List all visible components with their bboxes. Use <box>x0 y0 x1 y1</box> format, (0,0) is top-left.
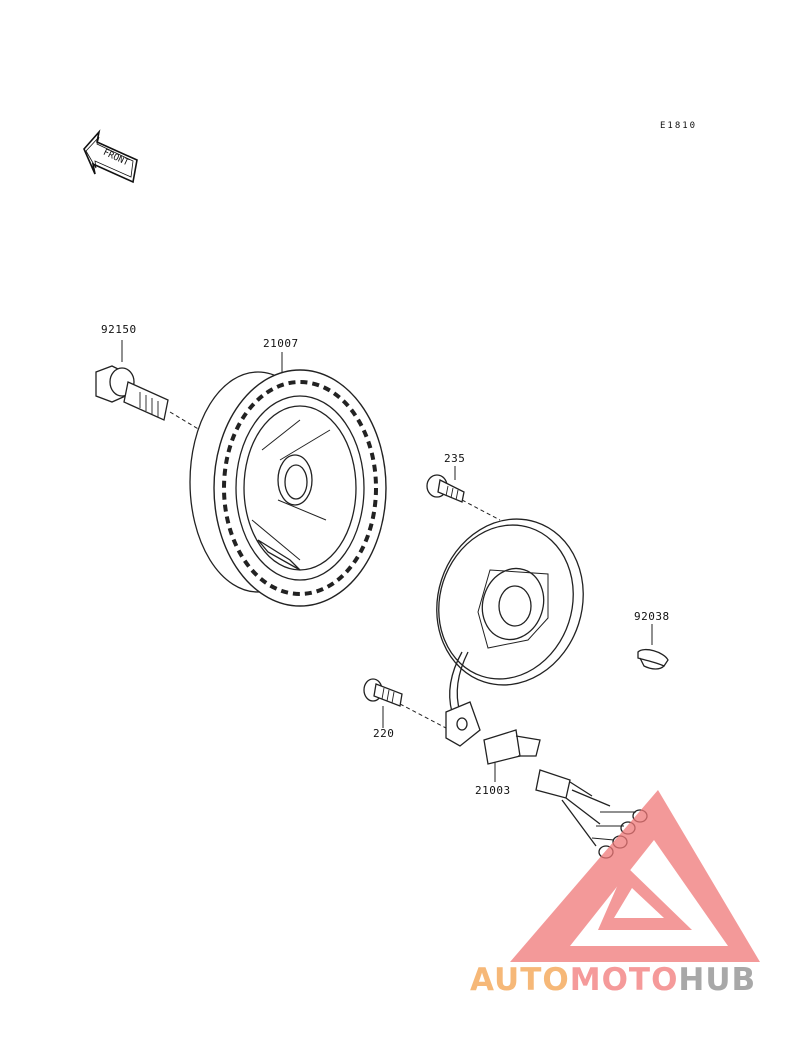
leader-lines <box>121 340 653 782</box>
watermark-moto: MOTO <box>569 962 679 998</box>
watermark-hub: HUB <box>678 962 757 998</box>
watermark-logo-icon <box>510 790 760 962</box>
watermark-text: AUTOMOTOHUB <box>470 962 756 998</box>
screw-220 <box>363 678 403 707</box>
watermark-auto: AUTO <box>470 962 570 998</box>
front-arrow-icon: FRONT <box>83 129 138 184</box>
part-number-92150[interactable]: 92150 <box>101 323 137 336</box>
part-number-235[interactable]: 235 <box>444 452 466 465</box>
part-number-92038[interactable]: 92038 <box>634 610 670 623</box>
stator-21003 <box>436 518 648 859</box>
diagram-code: E1810 <box>660 121 698 131</box>
part-number-21007[interactable]: 21007 <box>263 337 299 350</box>
part-number-220[interactable]: 220 <box>373 727 395 740</box>
part-number-21003[interactable]: 21003 <box>475 784 511 797</box>
bolt-92150 <box>95 365 169 421</box>
screw-235 <box>426 474 465 503</box>
key-92038 <box>637 648 669 670</box>
rotor-21007 <box>189 369 387 607</box>
